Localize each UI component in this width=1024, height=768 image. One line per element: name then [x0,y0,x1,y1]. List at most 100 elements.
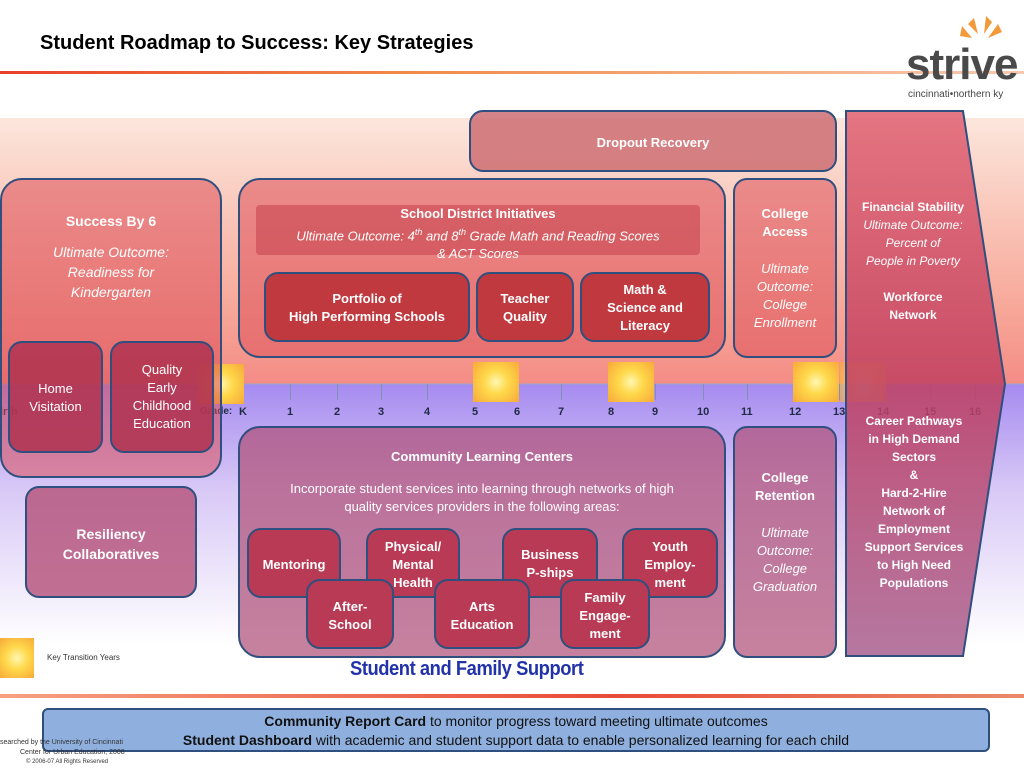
business-label-1: Business [521,547,579,562]
dashboard-bold: Student Dashboard [182,732,313,748]
portfolio-label-1: Portfolio of [332,291,402,306]
dropout-recovery-box: Dropout Recovery [469,110,837,172]
report-card-bold: Community Report Card [264,713,427,729]
youth-label-1: Youth [652,539,688,554]
dropout-recovery-label: Dropout Recovery [596,135,710,150]
physical-label-2: Mental [392,557,434,572]
business-label-2: P-ships [526,565,574,580]
key-transition-legend-label: Key Transition Years [47,653,120,662]
report-card-line: Community Report Card to monitor progres… [44,712,988,731]
career-line-9: to High Need [877,558,951,572]
arts-label-1: Arts [468,599,495,614]
success-by-6-outcome-1: Ultimate Outcome: [53,244,169,260]
logo-word: strive [906,40,1018,89]
family-label-3: ment [589,626,621,641]
clc-title: Community Learning Centers [390,449,574,464]
timeline-tick-label: 3 [378,406,385,418]
timeline-tick [561,384,562,400]
portfolio-box: Portfolio of High Performing Schools [264,272,470,342]
college-access-outcome-3: College [762,297,808,312]
financial-outcome-3: People in Poverty [865,254,961,268]
arts-label-2: Education [450,617,514,632]
youth-label-2: Employ- [644,557,696,572]
timeline-tick-label: 5 [472,406,479,418]
home-visitation-label-1: Home [38,381,73,396]
quality-ece-box: Quality Early Childhood Education [110,341,214,453]
report-card-banner: Community Report Card to monitor progres… [42,708,990,752]
teacher-quality-box: Teacher Quality [476,272,574,342]
outcome-part: Ultimate Outcome: 4 [296,228,415,244]
timeline-tick-label: 2 [334,406,341,418]
family-label-1: Family [584,590,626,605]
after-school-box: After- School [306,579,394,649]
timeline-tick [747,384,748,400]
outcome-sup: th [414,227,423,237]
college-access-outcome-1: Ultimate [761,261,809,276]
career-line-7: Employment [877,522,950,536]
key-transition-marker [608,362,654,402]
timeline-tick-label: 12 [789,406,802,418]
timeline-tick-label: K [239,406,247,418]
timeline-tick [427,384,428,400]
after-school-label-2: School [328,617,372,632]
school-district-header: School District Initiatives Ultimate Out… [256,205,700,261]
college-access-box: College Access Ultimate Outcome: College… [733,178,837,358]
timeline-tick [703,384,704,400]
workforce-label-1: Workforce [883,290,943,304]
timeline-tick-label: 7 [558,406,565,418]
school-district-title: School District Initiatives [400,206,556,221]
timeline-tick-label: 11 [741,406,753,418]
success-by-6-title: Success By 6 [65,213,157,229]
math-science-label-1: Math & [623,282,667,297]
timeline-tick [290,384,291,400]
career-pathways-block: Career Pathways in High Demand Sectors &… [848,412,980,592]
math-science-label-3: Literacy [620,318,670,333]
clc-description-2: quality services providers in the follow… [344,499,620,514]
school-district-outcome: Ultimate Outcome: 4th and 8th Grade Math… [256,223,700,245]
key-transition-marker [793,362,839,402]
resiliency-label-1: Resiliency [76,526,146,542]
timeline-tick-label: 9 [652,406,659,418]
timeline-tick-label: 10 [697,406,710,418]
success-by-6-outcome-2: Readiness for [67,264,155,280]
physical-mental-health-box: Physical/ Mental Health [366,528,460,598]
college-access-outcome-2: Outcome: [756,279,814,294]
college-retention-outcome-2: Outcome: [756,543,814,558]
youth-label-3: ment [654,575,686,590]
strive-logo: strive cincinnati•northern ky [902,14,1020,114]
timeline-tick-label: 1 [287,406,294,418]
math-science-label-2: Science and [607,300,683,315]
workforce-arrow-shape [845,110,1007,657]
timeline-tick [655,384,656,400]
timeline-tick-label: 4 [424,406,431,418]
teacher-quality-label-2: Quality [502,309,548,324]
credit-line-1: searched by the University of Cincinnati [0,739,123,746]
quality-ece-label-3: Childhood [132,398,192,413]
title-divider [0,71,1024,74]
quality-ece-label-1: Quality [141,362,183,377]
home-visitation-label-2: Visitation [29,399,82,414]
college-access-label-2: Access [762,224,808,239]
timeline-tick-label: 6 [514,406,521,418]
timeline-tick [839,384,840,400]
dashboard-text: with academic and student support data t… [312,732,850,748]
college-retention-outcome-1: Ultimate [761,525,809,540]
page-title: Student Roadmap to Success: Key Strategi… [40,32,474,54]
home-visitation-box: Home Visitation [8,341,103,453]
timeline-tick-label: 13 [833,406,846,418]
career-line-3: Sectors [891,450,937,464]
resiliency-label-2: Collaboratives [62,546,160,562]
teacher-quality-label-1: Teacher [500,291,550,306]
financial-outcome-2: Percent of [885,236,941,250]
key-transition-legend-swatch [0,638,34,678]
family-engagement-box: Family Engage- ment [560,579,650,649]
after-school-label-1: After- [332,599,368,614]
career-line-2: in High Demand [868,432,960,446]
workforce-label-2: Network [889,308,937,322]
key-transition-marker [473,362,519,402]
timeline-tick [381,384,382,400]
college-access-label-1: College [761,206,809,221]
career-line-1: Career Pathways [865,414,963,428]
success-by-6-outcome-3: Kindergarten [70,284,152,300]
outcome-sup: th [458,227,466,237]
